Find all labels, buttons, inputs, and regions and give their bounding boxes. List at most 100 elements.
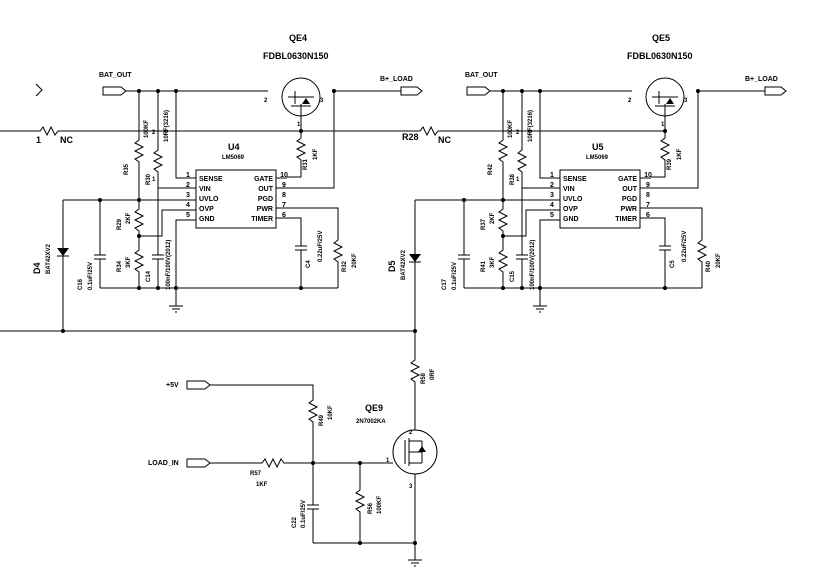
ref-r58: R58 (421, 372, 427, 384)
ref-r49: R49 (319, 414, 325, 426)
pin-r38-2: 2 (516, 130, 520, 136)
ic-u5-pin-name-pwr: PWR (621, 206, 637, 213)
ic-u4-pin-name-gate: GATE (254, 176, 273, 183)
ref-c17: C17 (442, 278, 448, 290)
ref-r30: R30 (146, 173, 152, 185)
ref-c5: C5 (670, 260, 676, 268)
pin-qe5-gate: 2 (628, 98, 632, 104)
val-c4: 0.22uF/25V (318, 231, 324, 262)
val-r42: 100KF (508, 120, 514, 138)
ic-u4-pin-num-5: 5 (186, 212, 190, 219)
ic-u5-pin-name-gate: GATE (618, 176, 637, 183)
ic-u5-pin-num-10: 10 (644, 172, 652, 179)
ic-u5-pin-num-9: 9 (646, 182, 650, 189)
part-u4: LM5069 (222, 155, 245, 161)
ic-u5-pin-num-2: 2 (550, 182, 554, 189)
ref-c15: C15 (510, 270, 516, 282)
val-c14: 100nF/100V(2012) (166, 240, 172, 290)
ic-u5-pin-name-ovp: OVP (563, 206, 578, 213)
net-port-bat-out-left: BAT_OUT (99, 72, 132, 96)
net-port-bat-out-right: BAT_OUT (465, 72, 498, 96)
mosfet-qe4: QE4 FDBL0630N150 2 3 1 (263, 33, 329, 128)
ic-u5-pin-num-8: 8 (646, 192, 650, 199)
ic-u5-pin-name-timer: TIMER (615, 216, 637, 223)
val-r31: 1KF (313, 148, 319, 160)
val-r32: 20KF (352, 253, 358, 268)
ic-u4-pin-num-10: 10 (280, 172, 288, 179)
ic-pin-labels: 1SENSE2VIN3UVLO4OVP5GND10GATE9OUT8PGD7PW… (186, 172, 652, 223)
ic-u5-pin-num-3: 3 (550, 192, 554, 199)
ref-qe4: QE4 (289, 33, 307, 43)
ref-r40: R40 (706, 260, 712, 272)
val-r37: 2KF (490, 212, 496, 224)
ic-u5-pin-name-out: OUT (622, 186, 638, 193)
ref-r37: R37 (481, 218, 487, 230)
net-label-nc-right: NC (438, 135, 451, 145)
val-r57: 1KF (256, 482, 268, 488)
pin-qe4-source: 3 (320, 98, 324, 104)
net-label-5v: +5V (166, 382, 179, 389)
ic-u5: U5 LM5069 (559, 142, 641, 229)
net-label-b-load-right: B+_LOAD (745, 76, 778, 83)
ref-c4: C4 (306, 260, 312, 268)
net-label-bat-out-left: BAT_OUT (99, 72, 132, 79)
ic-u4-pin-name-sense: SENSE (199, 176, 223, 183)
net-port-b-load-left: B+_LOAD (380, 76, 423, 96)
pin-qe4-gate: 2 (264, 98, 268, 104)
ic-u4-pin-num-2: 2 (186, 182, 190, 189)
ref-r56: R56 (368, 502, 374, 514)
val-r34: 3KF (126, 256, 132, 268)
ic-u4-pin-num-4: 4 (186, 202, 190, 209)
val-r56: 100KF (377, 496, 383, 514)
val-r30: 10RF(3216) (164, 110, 170, 142)
pin-qe9-source: 3 (409, 484, 413, 490)
pin-r30-2: 2 (152, 130, 156, 136)
pin-qe9-gate: 1 (386, 458, 390, 464)
val-c17: 0.1uF/25V (452, 262, 458, 290)
ic-u4-pin-name-pgd: PGD (258, 196, 273, 203)
net-label-nc-left: NC (60, 135, 73, 145)
ref-r34: R34 (117, 260, 123, 272)
ref-c14: C14 (146, 270, 152, 282)
pin-qe5-source: 3 (684, 98, 688, 104)
ref-d4: D4 (32, 262, 42, 274)
ref-r35: R35 (124, 163, 130, 175)
ic-u5-pin-num-5: 5 (550, 212, 554, 219)
ic-u4: U4 LM5069 (195, 142, 277, 229)
ic-u4-pin-name-gnd: GND (199, 216, 215, 223)
val-c22: 0.1uF/25V (301, 500, 307, 528)
ic-u4-pin-name-uvlo: UVLO (199, 196, 219, 203)
pin-qe9-drain: 2 (409, 430, 413, 436)
pin-qe4-drain: 1 (297, 122, 301, 128)
net-port-load-in: LOAD_IN (148, 458, 211, 468)
pin-r30-1: 1 (152, 177, 156, 183)
ic-u4-pin-num-6: 6 (282, 212, 286, 219)
ref-r41: R41 (481, 260, 487, 272)
ref-r57: R57 (250, 471, 262, 477)
ref-r42: R42 (488, 163, 494, 175)
val-r39: 1KF (677, 148, 683, 160)
val-r41: 3KF (490, 256, 496, 268)
ref-r39: R39 (667, 158, 673, 170)
ref-r32: R32 (342, 260, 348, 272)
ref-qe5: QE5 (652, 33, 670, 43)
val-r38: 10RF(3216) (528, 110, 534, 142)
ground-symbol-right (533, 300, 547, 313)
hotswap-section-left: BAT_OUT B+_LOAD QE4 FDBL0630N150 2 3 1 1 (0, 33, 480, 333)
ref-r29: R29 (117, 218, 123, 230)
ic-u5-pin-num-6: 6 (646, 212, 650, 219)
ic-u4-pin-num-3: 3 (186, 192, 190, 199)
ic-u4-pin-name-vin: VIN (199, 186, 211, 193)
val-r40: 20KF (716, 253, 722, 268)
ic-u5-pin-name-sense: SENSE (563, 176, 587, 183)
pin-qe5-drain: 1 (661, 122, 665, 128)
ref-r31: R31 (303, 158, 309, 170)
ic-u4-pin-name-out: OUT (258, 186, 274, 193)
ic-u5-pin-name-gnd: GND (563, 216, 579, 223)
ic-u5-pin-num-4: 4 (550, 202, 554, 209)
val-c16: 0.1uF/25V (88, 262, 94, 290)
net-label-bat-out-right: BAT_OUT (465, 72, 498, 79)
ref-d5: D5 (387, 260, 397, 272)
mosfet-qe5: QE5 FDBL0630N150 2 3 1 (627, 33, 693, 128)
